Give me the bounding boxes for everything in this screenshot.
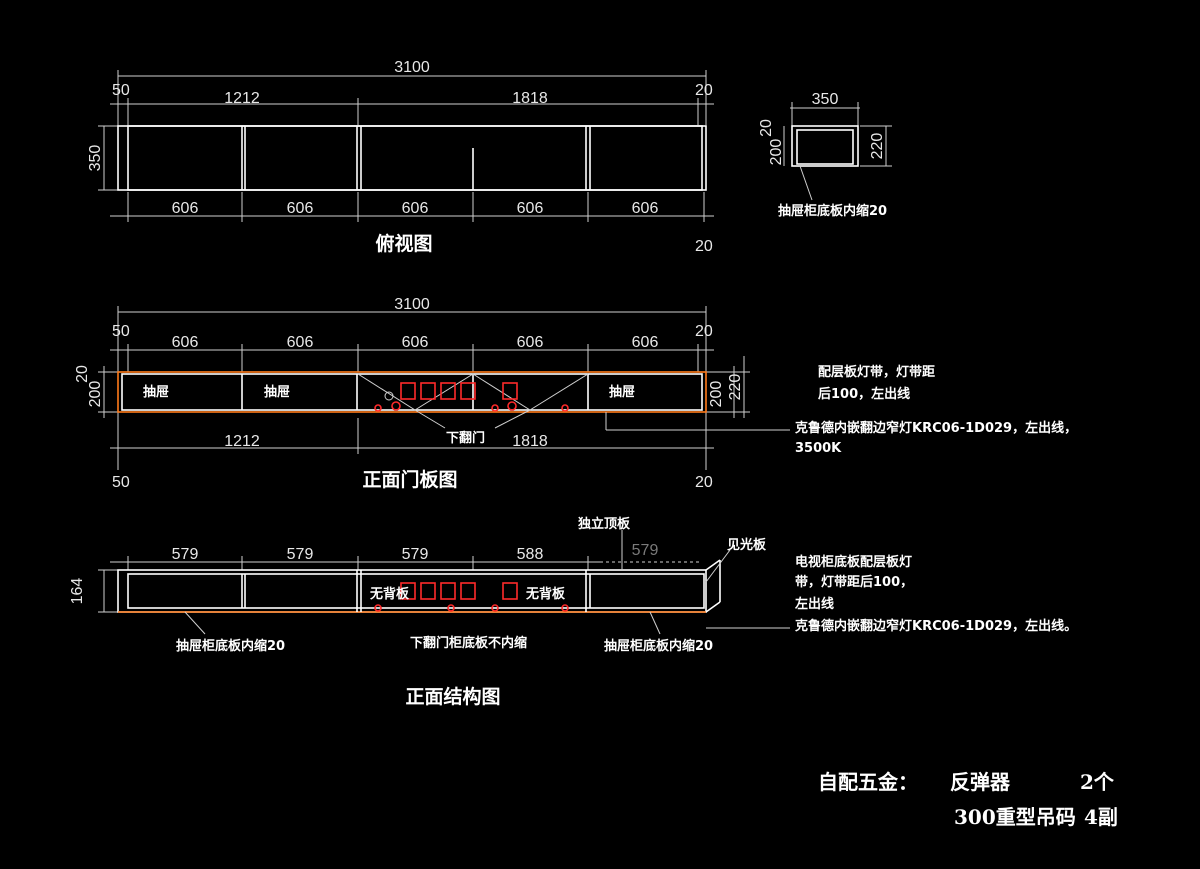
hardware-list: 自配五金： 反弹器 2个 300重型吊码 4副 — [818, 770, 1118, 829]
struct-note-mid: 下翻门柜底板不内缩 — [410, 635, 527, 651]
front-structure-view: 579 579 579 588 579 164 独立顶板 见光板 无背板 无背板… — [69, 516, 1077, 708]
top-bottom-2: 606 — [287, 200, 314, 217]
top-bottom-right: 20 — [695, 238, 713, 255]
front-structure-title: 正面结构图 — [405, 685, 500, 708]
door-note1-line2: 后100，左出线 — [818, 386, 910, 402]
door-top-1: 606 — [172, 334, 199, 351]
no-back-panel-2: 无背板 — [525, 586, 566, 602]
struct-note3-line1: 电视柜底板配层板灯 — [795, 554, 912, 570]
struct-note3-line4: 克鲁德内嵌翻边窄灯KRC06-1D029，左出线。 — [795, 618, 1077, 634]
hardware-item-2: 300重型吊码 — [954, 805, 1076, 829]
top-bottom-3: 606 — [402, 200, 429, 217]
door-top-5: 606 — [632, 334, 659, 351]
door-left-offset: 50 — [112, 323, 130, 340]
door-seg-left: 1212 — [224, 433, 260, 450]
door-note2-line1: 克鲁德内嵌翻边窄灯KRC06-1D029，左出线， — [795, 420, 1077, 436]
struct-top-3: 579 — [402, 546, 429, 563]
struct-top-1: 579 — [172, 546, 199, 563]
structure-red-markers — [374, 582, 569, 612]
side-note: 抽屉柜底板内缩20 — [778, 203, 887, 219]
hardware-qty-2: 4副 — [1084, 805, 1118, 829]
door-note1-line1: 配层板灯带，灯带距 — [818, 364, 935, 380]
top-overall: 3100 — [394, 59, 430, 76]
door-top-3: 606 — [402, 334, 429, 351]
hardware-label: 自配五金： — [818, 770, 918, 794]
struct-note3-line2: 带，灯带距后100， — [795, 574, 913, 590]
struct-note3-line3: 左出线 — [795, 596, 834, 612]
front-door-title: 正面门板图 — [362, 468, 457, 491]
visible-panel-label: 见光板 — [727, 537, 767, 553]
top-view-title: 俯视图 — [375, 232, 432, 255]
top-seg-right: 1818 — [512, 90, 548, 107]
door-bottom-right: 20 — [695, 474, 713, 491]
top-panel-label: 独立顶板 — [578, 516, 631, 532]
door-seg-right: 1818 — [512, 433, 548, 450]
hardware-item-1: 反弹器 — [950, 770, 1011, 794]
door-right-offset: 20 — [695, 323, 713, 340]
door-h-top: 20 — [74, 365, 91, 383]
top-view: 3100 50 20 1212 1818 350 606 606 606 606… — [87, 59, 714, 255]
side-view: 350 20 200 220 抽屉柜底板内缩20 — [758, 91, 892, 219]
side-h-total: 220 — [869, 133, 886, 160]
hardware-qty-1: 2个 — [1080, 770, 1115, 794]
struct-note-right: 抽屉柜底板内缩20 — [604, 638, 713, 654]
side-width: 350 — [812, 91, 839, 108]
top-depth: 350 — [87, 145, 104, 172]
drawer-label-3: 抽屉 — [609, 384, 635, 400]
drawer-label-1: 抽屉 — [143, 384, 169, 400]
door-top-2: 606 — [287, 334, 314, 351]
struct-faded-dim: 579 — [632, 542, 659, 559]
top-seg-left: 1212 — [224, 90, 260, 107]
drawer-label-2: 抽屉 — [264, 384, 290, 400]
door-overall: 3100 — [394, 296, 430, 313]
struct-note-left: 抽屉柜底板内缩20 — [176, 638, 285, 654]
side-h-top: 20 — [758, 119, 775, 137]
door-h-mid: 200 — [87, 381, 104, 408]
red-hardware-markers — [374, 382, 569, 412]
door-bottom-left: 50 — [112, 474, 130, 491]
top-bottom-4: 606 — [517, 200, 544, 217]
no-back-panel-1: 无背板 — [369, 586, 410, 602]
door-top-4: 606 — [517, 334, 544, 351]
flip-door-label: 下翻门 — [446, 430, 485, 446]
top-right-offset: 20 — [695, 82, 713, 99]
top-left-offset: 50 — [112, 82, 130, 99]
struct-height: 164 — [69, 578, 86, 605]
top-bottom-5: 606 — [632, 200, 659, 217]
door-h-right: 200 — [708, 381, 725, 408]
door-note2-line2: 3500K — [795, 441, 842, 456]
struct-top-4: 588 — [517, 546, 544, 563]
struct-top-2: 579 — [287, 546, 314, 563]
side-h-mid: 200 — [768, 139, 785, 166]
top-bottom-1: 606 — [172, 200, 199, 217]
door-h-total: 220 — [727, 374, 744, 401]
front-door-view: 3100 50 20 606 606 606 606 606 20 200 20… — [74, 296, 1077, 491]
